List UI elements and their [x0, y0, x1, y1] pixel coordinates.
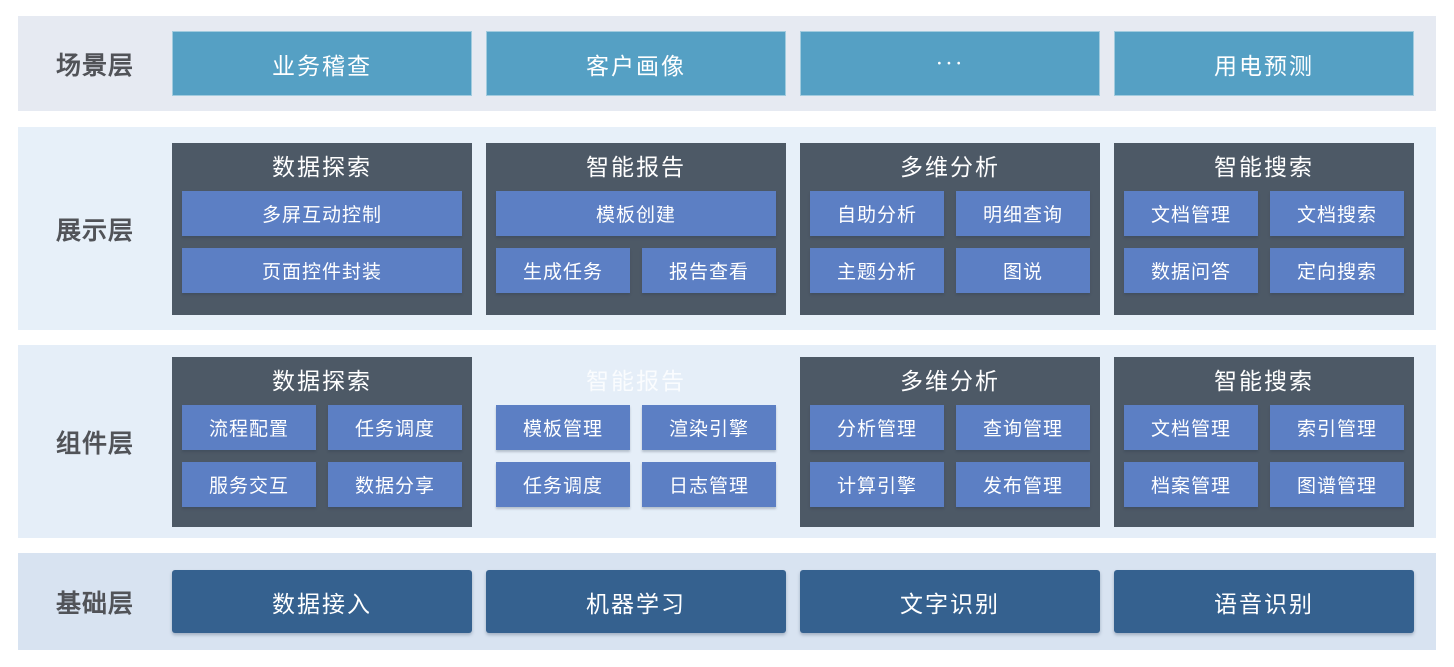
layer-scene-content: 业务稽查 客户画像 ··· 用电预测 [172, 31, 1436, 96]
layer-base: 基础层 数据接入 机器学习 文字识别 语音识别 [18, 553, 1436, 650]
item: 生成任务 [496, 247, 630, 293]
item: 图谱管理 [1270, 461, 1404, 507]
group-smart-search: 智能搜索 文档管理 索引管理 档案管理 图谱管理 [1114, 356, 1414, 527]
group-title: 智能搜索 [1214, 154, 1314, 180]
scene-box-business-audit: 业务稽查 [172, 31, 472, 96]
group-smart-report: 智能报告 模板创建 生成任务 报告查看 [486, 142, 786, 315]
item: 档案管理 [1124, 461, 1258, 507]
scene-box-power-forecast: 用电预测 [1114, 31, 1414, 96]
group-title: 智能搜索 [1214, 368, 1314, 394]
layer-presentation-label: 展示层 [55, 216, 134, 245]
base-box-data-access: 数据接入 [172, 570, 472, 633]
item: 页面控件封装 [182, 247, 462, 293]
base-box-ocr: 文字识别 [800, 570, 1100, 633]
layer-component-content: 数据探索 流程配置 任务调度 服务交互 数据分享 智能报告 模板管理 渲染引擎 … [172, 356, 1436, 527]
group-title: 数据探索 [272, 368, 372, 394]
item: 多屏互动控制 [182, 190, 462, 236]
item: 主题分析 [810, 247, 944, 293]
item: 模板管理 [496, 404, 630, 450]
group-items: 流程配置 任务调度 服务交互 数据分享 [182, 404, 462, 507]
group-data-explore: 数据探索 多屏互动控制 页面控件封装 [172, 142, 472, 315]
layer-component-label: 组件层 [55, 429, 134, 458]
group-smart-search: 智能搜索 文档管理 文档搜索 数据问答 定向搜索 [1114, 142, 1414, 315]
layer-presentation-content: 数据探索 多屏互动控制 页面控件封装 智能报告 模板创建 生成任务 报告查看 多… [172, 142, 1436, 315]
group-title: 智能报告 [586, 368, 686, 394]
group-items: 模板创建 生成任务 报告查看 [496, 190, 776, 293]
item: 文档管理 [1124, 190, 1258, 236]
item: 文档管理 [1124, 404, 1258, 450]
item: 渲染引擎 [642, 404, 776, 450]
item: 数据分享 [328, 461, 462, 507]
item: 数据问答 [1124, 247, 1258, 293]
item: 流程配置 [182, 404, 316, 450]
item: 分析管理 [810, 404, 944, 450]
item: 报告查看 [642, 247, 776, 293]
group-items: 模板管理 渲染引擎 任务调度 日志管理 [496, 404, 776, 507]
base-box-speech-recognition: 语音识别 [1114, 570, 1414, 633]
layer-scene-label: 场景层 [55, 51, 134, 80]
item: 文档搜索 [1270, 190, 1404, 236]
layer-base-label: 基础层 [55, 589, 134, 618]
group-data-explore: 数据探索 流程配置 任务调度 服务交互 数据分享 [172, 356, 472, 527]
group-title: 智能报告 [586, 154, 686, 180]
item: 图说 [956, 247, 1090, 293]
layer-presentation: 展示层 数据探索 多屏互动控制 页面控件封装 智能报告 模板创建 生成任务 报告… [18, 127, 1436, 330]
item: 查询管理 [956, 404, 1090, 450]
item: 服务交互 [182, 461, 316, 507]
item: 自助分析 [810, 190, 944, 236]
group-title: 多维分析 [900, 154, 1000, 180]
scene-box-ellipsis: ··· [800, 31, 1100, 96]
item: 计算引擎 [810, 461, 944, 507]
group-items: 文档管理 文档搜索 数据问答 定向搜索 [1124, 190, 1404, 293]
scene-box-customer-profile: 客户画像 [486, 31, 786, 96]
group-multidim-analysis: 多维分析 分析管理 查询管理 计算引擎 发布管理 [800, 356, 1100, 527]
group-smart-report-ghost: 智能报告 模板管理 渲染引擎 任务调度 日志管理 [486, 357, 786, 527]
item: 索引管理 [1270, 404, 1404, 450]
layer-component: 组件层 数据探索 流程配置 任务调度 服务交互 数据分享 智能报告 模板管理 渲… [18, 345, 1436, 538]
item: 任务调度 [328, 404, 462, 450]
item: 任务调度 [496, 461, 630, 507]
item: 明细查询 [956, 190, 1090, 236]
base-box-machine-learning: 机器学习 [486, 570, 786, 633]
layer-base-content: 数据接入 机器学习 文字识别 语音识别 [172, 570, 1436, 633]
item: 定向搜索 [1270, 247, 1404, 293]
item: 模板创建 [496, 190, 776, 236]
group-items: 自助分析 明细查询 主题分析 图说 [810, 190, 1090, 293]
group-multidim-analysis: 多维分析 自助分析 明细查询 主题分析 图说 [800, 142, 1100, 315]
layer-scene: 场景层 业务稽查 客户画像 ··· 用电预测 [18, 16, 1436, 111]
group-items: 多屏互动控制 页面控件封装 [182, 190, 462, 293]
group-items: 文档管理 索引管理 档案管理 图谱管理 [1124, 404, 1404, 507]
group-title: 多维分析 [900, 368, 1000, 394]
group-title: 数据探索 [272, 154, 372, 180]
item: 发布管理 [956, 461, 1090, 507]
group-items: 分析管理 查询管理 计算引擎 发布管理 [810, 404, 1090, 507]
item: 日志管理 [642, 461, 776, 507]
